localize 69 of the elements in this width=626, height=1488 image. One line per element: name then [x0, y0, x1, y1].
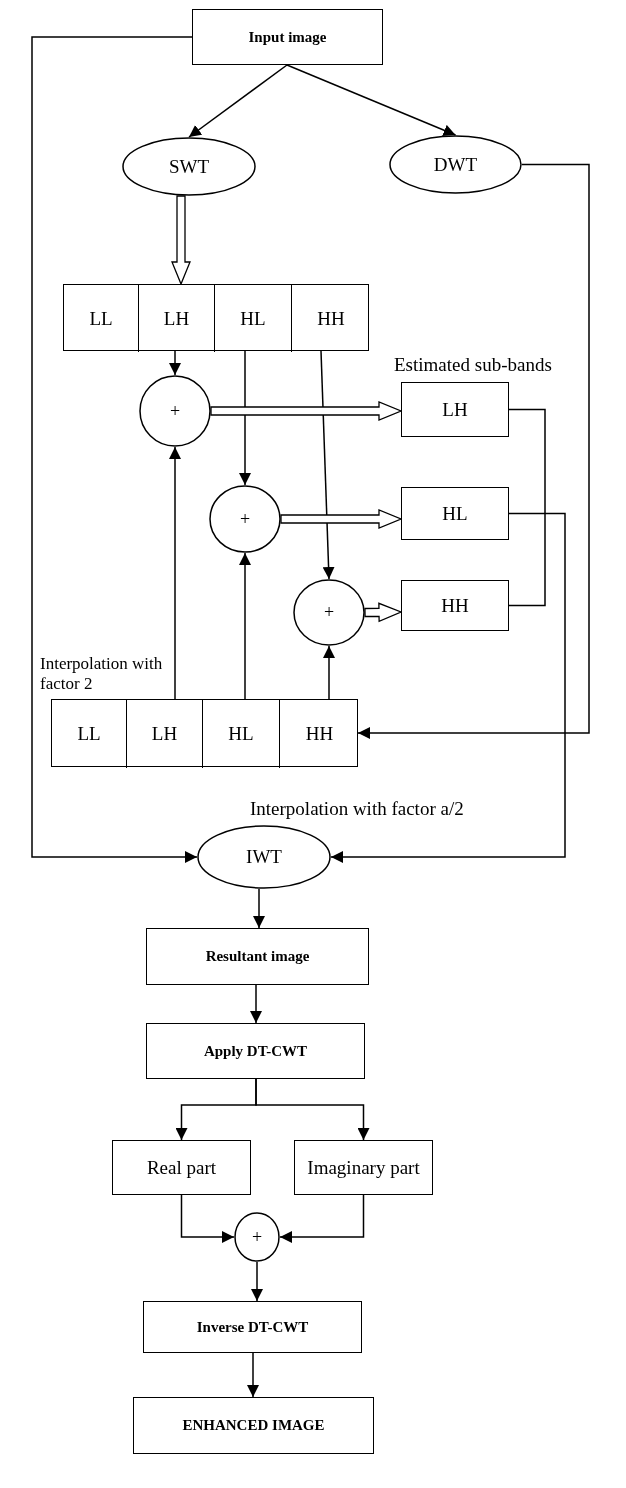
- arrow: [251, 1261, 263, 1302]
- node-label: HH: [317, 307, 345, 330]
- block-arrow: [280, 509, 403, 529]
- process-box: [192, 9, 383, 65]
- node-label: HH: [305, 723, 334, 745]
- process-box: [146, 928, 369, 985]
- arrow: [320, 350, 335, 580]
- arrow: [286, 64, 457, 136]
- sum-circle: [209, 485, 281, 553]
- arrow: [279, 1194, 365, 1243]
- arrow: [330, 512, 566, 863]
- process-box: [401, 580, 509, 631]
- node-label: LH: [151, 723, 178, 745]
- arrow: [323, 645, 335, 700]
- node-label: HL: [442, 502, 468, 525]
- node-label: HL: [240, 307, 266, 330]
- node-label: Resultant image: [205, 948, 310, 965]
- node-label: HH: [441, 594, 469, 617]
- process-ellipse: [122, 137, 256, 196]
- process-box: [133, 1397, 374, 1454]
- process-ellipse: [389, 135, 522, 194]
- sum-circle: [293, 579, 365, 646]
- node-label: Interpolation with factor 2: [40, 654, 164, 694]
- arrow: [250, 984, 262, 1024]
- node-label: Apply DT-CWT: [203, 1042, 308, 1060]
- process-box: [143, 1301, 362, 1353]
- node-label: DWT: [433, 153, 478, 176]
- node-label: Inverse DT-CWT: [196, 1318, 309, 1336]
- arrow: [31, 36, 198, 863]
- sum-circle: [234, 1212, 280, 1262]
- node-label: LL: [77, 723, 101, 745]
- sub-band-strip: [63, 284, 369, 351]
- arrow: [188, 64, 288, 138]
- node-label: ENHANCED IMAGE: [182, 1417, 325, 1434]
- sum-circle: [139, 375, 211, 447]
- process-box: [294, 1140, 433, 1195]
- arrow: [239, 552, 251, 700]
- arrow: [169, 350, 181, 376]
- node-label: LH: [163, 307, 190, 330]
- node-label: Imaginary part: [307, 1156, 420, 1179]
- node-label: SWT: [168, 155, 210, 178]
- process-box: [112, 1140, 251, 1195]
- plus-sign: +: [169, 400, 181, 422]
- block-arrow: [364, 602, 403, 623]
- node-label: Input image: [248, 28, 327, 46]
- arrow: [247, 1352, 259, 1398]
- process-box: [401, 487, 509, 540]
- plus-sign: +: [251, 1226, 263, 1248]
- arrow: [239, 350, 251, 486]
- node-label: Real part: [146, 1156, 217, 1179]
- arrow: [255, 1078, 370, 1141]
- arrow: [169, 446, 181, 700]
- process-box: [401, 382, 509, 437]
- connector-line: [508, 408, 546, 607]
- annotation-text: Estimated sub-bands: [394, 354, 552, 376]
- node-label: LH: [442, 398, 468, 421]
- block-arrow: [210, 401, 403, 421]
- process-box: [146, 1023, 365, 1079]
- process-ellipse: [197, 825, 331, 889]
- node-label: IWT: [246, 846, 282, 868]
- node-label: LL: [89, 307, 113, 330]
- node-label: HL: [228, 723, 254, 745]
- arrow: [357, 163, 590, 739]
- arrow: [253, 888, 265, 929]
- arrow: [180, 1194, 235, 1243]
- block-arrow: [171, 195, 191, 286]
- plus-sign: +: [239, 508, 251, 530]
- plus-sign: +: [323, 602, 335, 623]
- annotation-text: Interpolation with factor a/2: [250, 798, 464, 820]
